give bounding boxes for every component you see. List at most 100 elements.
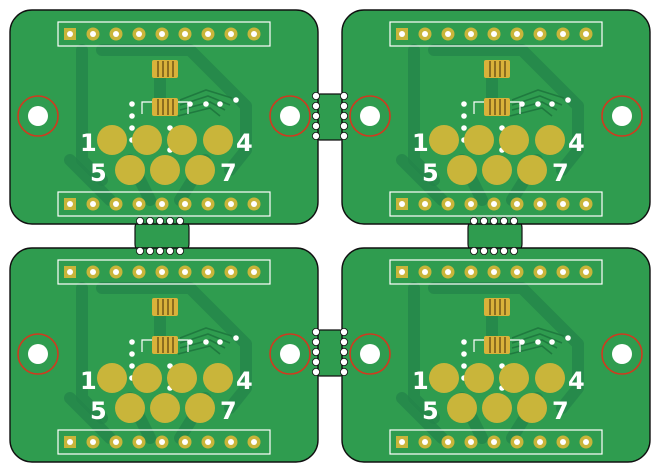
pad-label-7: 7 [220, 159, 237, 187]
header-silkscreen [57, 429, 271, 455]
pad-drill [468, 201, 474, 207]
copper-trace [96, 282, 252, 414]
via [203, 339, 209, 345]
signal-trace [509, 107, 553, 117]
via [461, 113, 467, 119]
header-silkscreen [57, 259, 271, 285]
copper-trace [428, 282, 584, 414]
pad-label-1: 1 [412, 367, 429, 395]
pad-drill [422, 269, 428, 275]
pad-label-7: 7 [220, 397, 237, 425]
keepout-ring [601, 333, 643, 375]
copper-trace [428, 44, 584, 176]
via [565, 335, 571, 341]
mouse-bite-hole [339, 102, 348, 111]
pad-drill [205, 31, 211, 37]
mouse-bite-hole [469, 246, 478, 255]
via [217, 339, 223, 345]
pad-drill [251, 439, 257, 445]
pad-drill [422, 439, 428, 445]
pad-drill [583, 201, 589, 207]
pad-label-4: 4 [236, 367, 253, 395]
via [233, 97, 239, 103]
resistor-band [504, 61, 506, 77]
via [129, 363, 135, 369]
signal-trace [179, 101, 226, 111]
resistor-band [162, 99, 164, 115]
electrode-pad [97, 125, 127, 155]
resistor-band [499, 337, 501, 353]
mouse-bite-hole [135, 246, 144, 255]
signal-trace [511, 327, 565, 339]
pad-drill [560, 269, 566, 275]
pad-drill [560, 31, 566, 37]
mouse-bite-hole [509, 216, 518, 225]
copper-trace [64, 392, 116, 444]
resistor-body [152, 298, 178, 316]
mouse-bite-hole [339, 327, 348, 336]
pad-drill [228, 269, 234, 275]
resistor-band [494, 337, 496, 353]
copper-trace [76, 44, 108, 186]
pad-label-4: 4 [236, 129, 253, 157]
pad-drill [205, 201, 211, 207]
smd-resistor [152, 60, 178, 78]
electrode-pad [429, 125, 459, 155]
electrode-pad [150, 393, 180, 423]
resistor-band [172, 299, 174, 315]
signal-trace [511, 339, 558, 349]
pad-drill [560, 201, 566, 207]
mouse-bite-hole [165, 216, 174, 225]
pad-drill [159, 201, 165, 207]
pad-drill [136, 439, 142, 445]
resistor-band [499, 99, 501, 115]
resistor-band [489, 99, 491, 115]
pad-drill [560, 439, 566, 445]
resistor-band [494, 299, 496, 315]
pad-label-5: 5 [422, 159, 439, 187]
mouse-bite-hole [155, 216, 164, 225]
mouse-bite-hole [311, 357, 320, 366]
pad-drill [537, 269, 543, 275]
mouse-bite-hole [311, 327, 320, 336]
mouse-bite-hole [165, 246, 174, 255]
pad-drill [468, 269, 474, 275]
via [217, 101, 223, 107]
resistor-band [157, 299, 159, 315]
pad-label-7: 7 [552, 159, 569, 187]
smd-resistor [152, 98, 178, 116]
pad-label-1: 1 [80, 367, 97, 395]
pad-drill [136, 269, 142, 275]
pad-drill [136, 201, 142, 207]
pad-drill [422, 31, 428, 37]
smd-resistor [152, 298, 178, 316]
pad-drill [205, 269, 211, 275]
electrode-pad [150, 155, 180, 185]
pad-drill [422, 201, 428, 207]
header-silkscreen [389, 191, 603, 217]
resistor-body [484, 336, 510, 354]
pad-drill [537, 201, 543, 207]
smd-resistor [484, 298, 510, 316]
mouse-bite-hole [339, 122, 348, 131]
pad-drill [399, 439, 405, 445]
electrode-pad [132, 125, 162, 155]
resistor-body [152, 336, 178, 354]
keepout-ring [17, 95, 59, 137]
via [461, 363, 467, 369]
via [549, 101, 555, 107]
mouse-bite-hole [311, 347, 320, 356]
pad-drill [228, 201, 234, 207]
pad-drill [251, 269, 257, 275]
electrode-pad [115, 393, 145, 423]
resistor-band [504, 299, 506, 315]
header-silkscreen [389, 21, 603, 47]
mouse-bite-hole [311, 102, 320, 111]
mouse-bite-hole [339, 367, 348, 376]
resistor-silkscreen [141, 339, 189, 352]
electrode-pad [517, 393, 547, 423]
pad-drill [514, 269, 520, 275]
copper-trace [408, 282, 440, 424]
